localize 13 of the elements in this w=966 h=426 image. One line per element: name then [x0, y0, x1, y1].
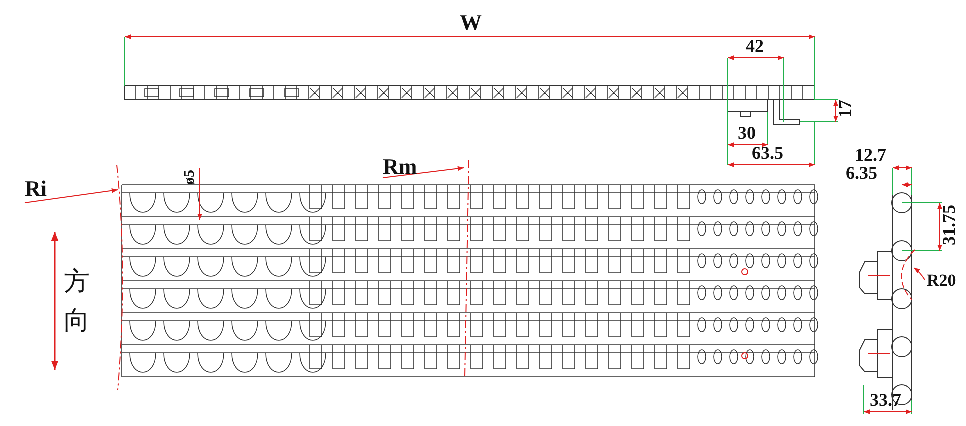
dimension-label: 6.35	[846, 164, 878, 182]
dimension-label: 31.75	[940, 205, 958, 246]
dimension-label: 30	[738, 124, 756, 142]
dimension-label: 12.7	[855, 146, 886, 164]
dimension-label: R20	[927, 272, 956, 289]
dimension-label: ø5	[183, 170, 198, 185]
dimension-label: 42	[746, 37, 764, 55]
direction-label: 方向	[64, 266, 91, 337]
dimension-label: W	[460, 12, 482, 34]
dimension-label: 63.5	[752, 144, 784, 162]
dimension-label: Rm	[383, 156, 418, 178]
dimension-label: Ri	[25, 178, 47, 200]
dimension-label: 17	[836, 100, 854, 118]
